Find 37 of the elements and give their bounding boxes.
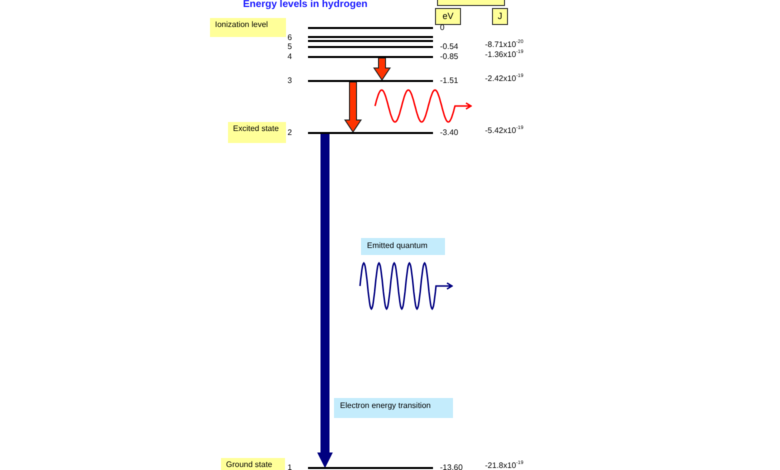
unit-header-box: J <box>492 8 508 25</box>
level-number: 1 <box>288 463 292 470</box>
energy-value-ev: -0.85 <box>440 52 458 62</box>
energy-level-line <box>308 46 433 48</box>
state-label: Ground state <box>221 458 285 470</box>
level-number: 3 <box>288 76 292 86</box>
energy-level-line <box>308 80 433 82</box>
energy-level-line <box>308 40 433 42</box>
level-number: 5 <box>288 42 292 52</box>
level-number: 2 <box>288 128 292 138</box>
state-label: Excited state <box>228 122 286 143</box>
energy-level-line <box>308 36 433 38</box>
unit-header-box: eV <box>435 8 461 25</box>
diagram-title: Energy levels in hydrogen <box>243 0 368 10</box>
transition-arrow <box>373 58 391 81</box>
energy-level-line <box>308 467 433 469</box>
state-label: Ionization level <box>210 18 286 37</box>
energy-value-joule: -2.42x10$^{-19}$ <box>485 74 524 84</box>
energy-value-ev: 0 <box>440 23 444 33</box>
energy-value-joule: -1.36x10$^{-19}$ <box>485 50 524 60</box>
light-wave-drawing <box>359 261 453 311</box>
energy-value-joule: -5.42x10$^{-19}$ <box>485 126 524 136</box>
energy-level-line <box>308 132 433 134</box>
energy-value-joule: -21.8x10$^{-19}$ <box>485 461 524 470</box>
energy-value-ev: -0.54 <box>440 42 458 52</box>
level-number: 6 <box>288 33 292 43</box>
energy-value-joule: -8.71x10$^{-20}$ <box>485 40 524 50</box>
light-wave-drawing <box>374 88 472 124</box>
energy-value-ev: -3.40 <box>440 128 458 138</box>
transition-arrow <box>317 134 333 468</box>
energy-level-line <box>308 27 433 29</box>
level-number: 4 <box>288 52 292 62</box>
energy-level-line <box>308 56 433 58</box>
energy-value-ev: -1.51 <box>440 76 458 86</box>
transition-arrow <box>344 82 362 133</box>
caption-label: Electron energy transition <box>334 398 453 418</box>
caption-label: Emitted quantum <box>361 238 445 255</box>
